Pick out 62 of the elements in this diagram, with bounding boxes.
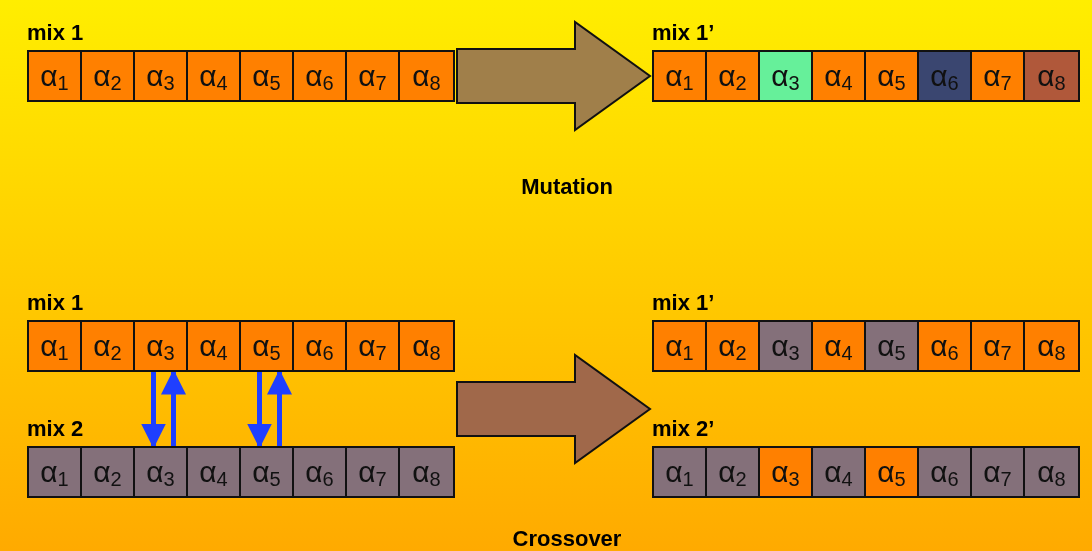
row-heading: mix 2’ [652, 416, 715, 442]
gene-cell: α$_{4}$ [813, 322, 866, 370]
gene-cell: α$_{7}$ [347, 52, 400, 100]
swap-arrow [247, 372, 272, 449]
gene-cell: α$_{5}$ [241, 52, 294, 100]
gene-cell: α$_{5}$ [866, 322, 919, 370]
caption-label: Crossover [512, 526, 622, 551]
row-heading: mix 2 [27, 416, 84, 442]
swap-arrow [267, 369, 292, 446]
gene-cell: α$_{4}$ [813, 448, 866, 496]
gene-cell: α$_{7}$ [972, 448, 1025, 496]
gene-cell: α$_{7}$ [347, 448, 400, 496]
gene-cell: α$_{5}$ [866, 448, 919, 496]
row-heading: mix 1’ [652, 20, 715, 46]
gene-cell: α$_{2}$ [707, 322, 760, 370]
row-heading: mix 1 [27, 20, 84, 46]
block-arrow [456, 20, 652, 132]
gene-cell: α$_{1}$ [29, 52, 82, 100]
swap-arrow [161, 369, 186, 446]
gene-cell: α$_{1}$ [29, 322, 82, 370]
gene-cell: α$_{6}$ [919, 52, 972, 100]
gene-cell: α$_{8}$ [400, 52, 453, 100]
gene-cell: α$_{2}$ [82, 52, 135, 100]
gene-cell: α$_{4}$ [813, 52, 866, 100]
gene-cell: α$_{3}$ [760, 448, 813, 496]
block-arrow [456, 353, 652, 465]
gene-cell: α$_{2}$ [707, 52, 760, 100]
gene-cell: α$_{7}$ [972, 52, 1025, 100]
gene-cell: α$_{2}$ [707, 448, 760, 496]
gene-cell: α$_{1}$ [654, 322, 707, 370]
gene-cell: α$_{6}$ [294, 448, 347, 496]
gene-cell: α$_{5}$ [866, 52, 919, 100]
gene-cell: α$_{3}$ [135, 448, 188, 496]
gene-cell: α$_{3}$ [760, 52, 813, 100]
gene-cell: α$_{8}$ [1025, 322, 1078, 370]
row-heading: mix 1’ [652, 290, 715, 316]
row-heading: mix 1 [27, 290, 84, 316]
gene-cell: α$_{6}$ [294, 52, 347, 100]
gene-cell: α$_{3}$ [135, 322, 188, 370]
gene-cell: α$_{2}$ [82, 322, 135, 370]
gene-cell: α$_{1}$ [654, 52, 707, 100]
gene-cell: α$_{8}$ [1025, 448, 1078, 496]
gene-cell: α$_{1}$ [29, 448, 82, 496]
gene-cell: α$_{7}$ [347, 322, 400, 370]
gene-cell: α$_{8}$ [1025, 52, 1078, 100]
gene-cell: α$_{8}$ [400, 448, 453, 496]
gene-cell: α$_{6}$ [919, 448, 972, 496]
gene-cell: α$_{8}$ [400, 322, 453, 370]
gene-cell: α$_{3}$ [135, 52, 188, 100]
swap-arrow [141, 372, 166, 449]
gene-cell: α$_{6}$ [294, 322, 347, 370]
gene-cell: α$_{6}$ [919, 322, 972, 370]
gene-cell: α$_{5}$ [241, 322, 294, 370]
caption-label: Mutation [521, 174, 613, 200]
gene-cell: α$_{5}$ [241, 448, 294, 496]
gene-cell: α$_{1}$ [654, 448, 707, 496]
gene-cell: α$_{2}$ [82, 448, 135, 496]
gene-cell: α$_{4}$ [188, 52, 241, 100]
gene-cell: α$_{4}$ [188, 448, 241, 496]
gene-cell: α$_{3}$ [760, 322, 813, 370]
gene-cell: α$_{4}$ [188, 322, 241, 370]
gene-cell: α$_{7}$ [972, 322, 1025, 370]
